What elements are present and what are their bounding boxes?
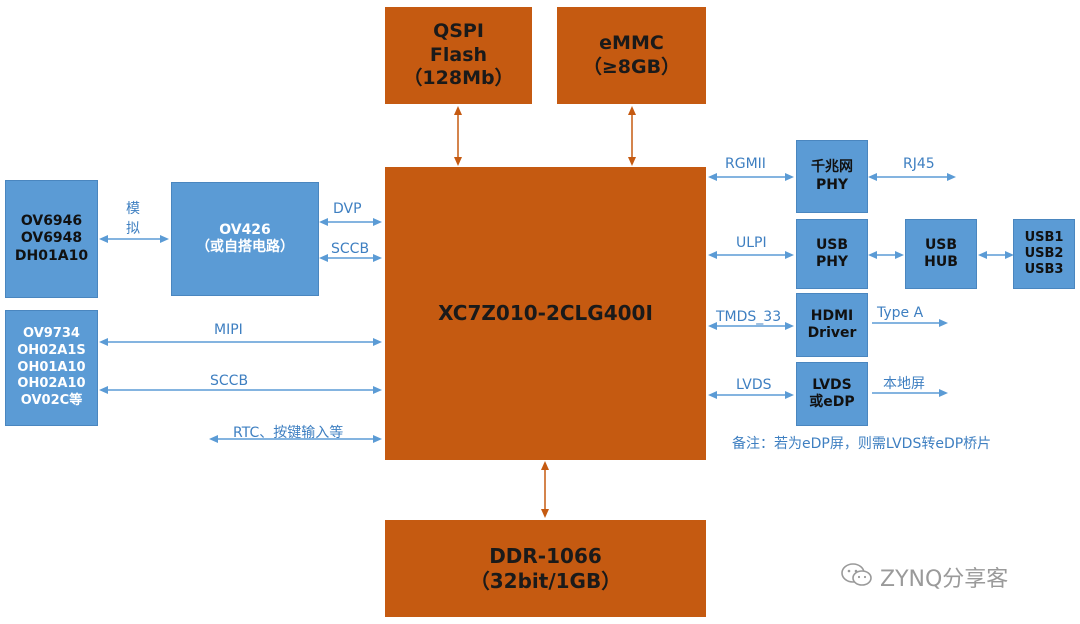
usb-hub-1: USB: [924, 236, 958, 253]
usb-port-1: USB1: [1024, 229, 1064, 245]
usb-phy-block: USB PHY: [796, 219, 868, 289]
type-a-label: Type A: [877, 305, 924, 321]
soc-block: XC7Z010-2CLG400I: [385, 167, 706, 460]
usb-ports-block: USB1 USB2 USB3: [1013, 219, 1075, 289]
qspi-line-3: （128Mb）: [403, 67, 514, 90]
gbe-phy-1: 千兆网: [811, 159, 853, 175]
cam-b-4: OH02A10: [17, 376, 86, 392]
lvds-1: LVDS: [812, 376, 852, 393]
cam-b-3: OH01A10: [17, 359, 86, 375]
qspi-flash-block: QSPI Flash （128Mb）: [385, 7, 532, 104]
soc-label: XC7Z010-2CLG400I: [438, 301, 653, 325]
sccb-top-label: SCCB: [331, 241, 370, 257]
qspi-line-2: Flash: [429, 43, 488, 66]
emmc-line-2: （≥8GB）: [582, 55, 681, 78]
remark-note: 备注：若为eDP屏，则需LVDS转eDP桥片: [732, 436, 992, 452]
cam-a-2: OV6948: [20, 230, 83, 247]
gbe-phy-block: 千兆网 PHY: [796, 140, 868, 213]
usb-hub-2: HUB: [924, 254, 958, 270]
rgmii-label: RGMII: [725, 156, 766, 172]
sccb-bottom-label: SCCB: [210, 373, 249, 389]
cam-b-5: OV02C等: [20, 393, 83, 409]
cam-a-1: OV6946: [20, 212, 83, 229]
gbe-phy-2: PHY: [815, 176, 849, 193]
usb-port-3: USB3: [1024, 262, 1064, 278]
usb-port-2: USB2: [1024, 245, 1064, 261]
watermark-text: ZYNQ分享客: [880, 567, 1009, 592]
cam-a-3: DH01A10: [14, 247, 89, 264]
ddr-line-2: （32bit/1GB）: [469, 568, 622, 593]
camera-mipi-block: OV9734 OH02A1S OH01A10 OH02A10 OV02C等: [5, 310, 98, 426]
usb-phy-2: PHY: [815, 254, 849, 270]
local-screen-label: 本地屏: [883, 376, 925, 392]
ov426-line-1: OV426: [219, 221, 271, 238]
hdmi-1: HDMI: [810, 307, 854, 324]
lvds-2: 或eDP: [809, 394, 855, 410]
ddr-block: DDR-1066 （32bit/1GB）: [385, 520, 706, 617]
camera-analog-block: OV6946 OV6948 DH01A10: [5, 180, 98, 298]
ddr-line-1: DDR-1066: [489, 543, 602, 568]
cam-b-2: OH02A1S: [17, 342, 86, 358]
tmds-label: TMDS_33: [716, 309, 782, 325]
hdmi-2: Driver: [807, 325, 857, 341]
hdmi-driver-block: HDMI Driver: [796, 293, 868, 357]
mipi-label: MIPI: [214, 322, 243, 338]
lvds-block: LVDS 或eDP: [796, 362, 868, 426]
dvp-label: DVP: [333, 201, 362, 217]
emmc-block: eMMC （≥8GB）: [557, 7, 706, 104]
usb-phy-1: USB: [815, 236, 849, 253]
emmc-line-1: eMMC: [599, 31, 664, 54]
analog-label-1: 模: [126, 201, 140, 217]
ov426-block: OV426 （或自搭电路）: [171, 182, 319, 296]
analog-label-2: 拟: [126, 221, 140, 237]
rj45-label: RJ45: [903, 156, 935, 172]
cam-b-1: OV9734: [23, 325, 80, 341]
ulpi-label: ULPI: [736, 235, 767, 251]
rtc-label: RTC、按键输入等: [233, 425, 344, 441]
ov426-line-2: （或自搭电路）: [196, 239, 294, 255]
wechat-icon: [841, 563, 872, 586]
qspi-line-1: QSPI: [433, 19, 484, 42]
lvds-if-label: LVDS: [736, 377, 772, 393]
usb-hub-block: USB HUB: [905, 219, 977, 289]
